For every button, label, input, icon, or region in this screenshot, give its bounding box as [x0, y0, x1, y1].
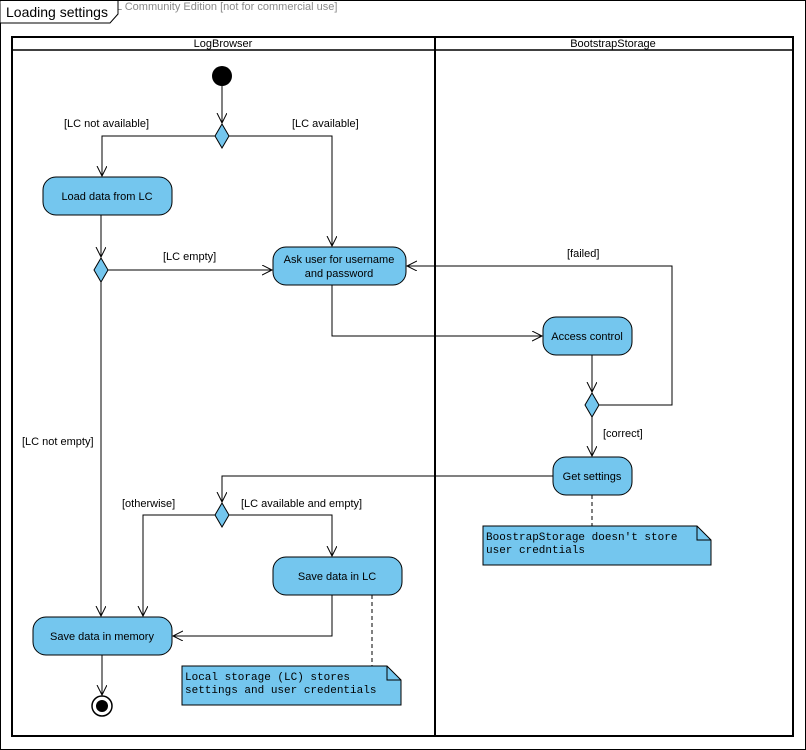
- action-get-settings: Get settings: [552, 456, 633, 496]
- action-get-settings-label: Get settings: [563, 471, 622, 483]
- flow-ask-to-access-control: [331, 285, 542, 336]
- action-ask-user-credentials: Ask user for username and password: [272, 246, 407, 286]
- guard-correct: [correct]: [603, 428, 643, 440]
- swimlane-bootstrapstorage: [434, 36, 794, 737]
- swimlane-logbrowser-label: LogBrowser: [194, 38, 253, 50]
- action-ask-user-label-line2: and password: [305, 268, 374, 280]
- frame-title: Loading settings: [6, 4, 108, 20]
- action-access-control-label: Access control: [551, 331, 623, 343]
- action-ask-user-label-line1: Ask user for username: [284, 254, 395, 266]
- swimlane-bootstrapstorage-label: BootstrapStorage: [570, 38, 656, 50]
- note-bootstrap-line1: BoostrapStorage doesn't store: [486, 532, 677, 544]
- flow-lc-not-available: [102, 135, 215, 176]
- guard-lc-available: [LC available]: [292, 118, 359, 130]
- flow-get-settings-to-decision: [222, 475, 553, 502]
- action-save-data-in-memory-label: Save data in memory: [50, 631, 154, 643]
- decision-save-branch: [214, 502, 230, 528]
- action-load-data-from-lc: Load data from LC: [42, 176, 173, 216]
- guard-lc-not-empty: [LC not empty]: [22, 436, 94, 448]
- initial-node: [212, 66, 232, 86]
- action-access-control: Access control: [542, 316, 633, 356]
- guard-lc-available-and-empty: [LC available and empty]: [241, 498, 362, 510]
- action-load-data-from-lc-label: Load data from LC: [61, 191, 152, 203]
- frame-title-tab: [0, 0, 119, 24]
- guard-otherwise: [otherwise]: [122, 498, 175, 510]
- decision-lc-availability: [214, 123, 230, 149]
- note-local-line1: Local storage (LC) stores: [185, 672, 350, 684]
- note-local-storage: Local storage (LC) stores settings and u…: [181, 665, 402, 706]
- action-save-data-in-lc-label: Save data in LC: [298, 571, 376, 583]
- flow-otherwise: [143, 514, 215, 616]
- guard-lc-not-available: [LC not available]: [64, 118, 149, 130]
- action-save-data-in-lc: Save data in LC: [272, 556, 403, 596]
- flow-lc-available: [229, 135, 332, 246]
- guard-failed: [failed]: [567, 248, 599, 260]
- action-save-data-in-memory: Save data in memory: [32, 616, 173, 656]
- note-bootstrap-storage: BoostrapStorage doesn't store user credn…: [482, 525, 712, 566]
- flow-lc-available-and-empty: [229, 514, 332, 556]
- final-node: [91, 695, 113, 717]
- note-bootstrap-line2: user credntials: [486, 545, 585, 557]
- flow-save-lc-to-memory: [173, 595, 333, 636]
- flow-failed: [407, 266, 673, 406]
- guard-lc-empty: [LC empty]: [163, 251, 216, 263]
- note-local-line2: settings and user credentials: [185, 685, 376, 697]
